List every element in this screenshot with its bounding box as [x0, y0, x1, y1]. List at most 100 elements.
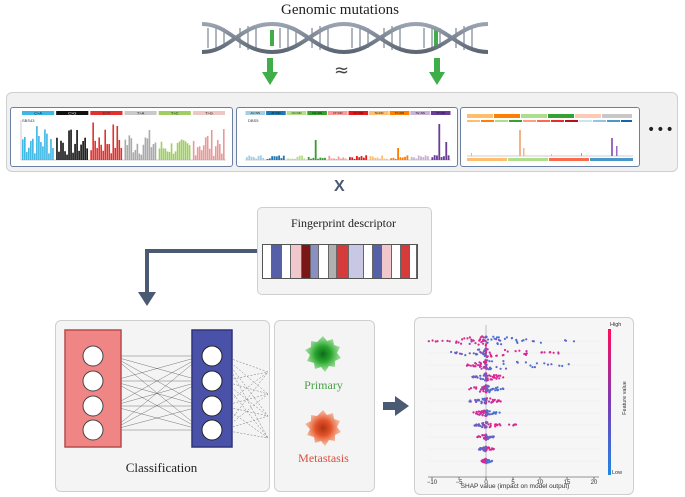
shap-point	[506, 350, 509, 353]
sbs-bar	[74, 143, 76, 160]
shap-point	[476, 398, 479, 401]
shap-point	[482, 342, 485, 345]
shap-point	[469, 387, 473, 390]
shap-point	[501, 387, 504, 390]
sbs-bar	[40, 142, 42, 160]
dbs-bar	[314, 140, 317, 160]
fingerprint-title: Fingerprint descriptor	[291, 216, 396, 230]
sbs-bar	[66, 154, 68, 160]
shap-point	[476, 353, 479, 356]
shap-point	[504, 367, 508, 370]
shap-point	[496, 423, 499, 426]
dbs-bar	[353, 158, 356, 160]
sbs-bar	[206, 135, 209, 160]
sbs-bar	[208, 148, 211, 160]
shap-point	[502, 362, 505, 365]
fingerprint-bar	[349, 245, 364, 278]
shap-point	[472, 365, 475, 368]
nn-connection	[222, 380, 268, 417]
fingerprint-bar	[282, 245, 292, 278]
shap-point	[572, 340, 576, 343]
sbs-bar	[150, 147, 153, 160]
shap-point	[558, 364, 561, 367]
dbs-category-label: TA>NN	[374, 111, 383, 115]
hidden-node	[201, 345, 223, 367]
sbs-bar	[70, 129, 72, 160]
dbs-category-band	[286, 111, 307, 115]
dbs-bar	[381, 155, 384, 160]
sbs-bar	[102, 150, 105, 160]
shap-point	[484, 399, 487, 403]
dbs-bar	[424, 155, 427, 160]
dbs-bar	[417, 155, 420, 160]
dbs-bar	[312, 157, 315, 160]
shap-point	[488, 374, 491, 377]
sbs-bar	[52, 148, 54, 160]
shap-point	[496, 342, 499, 346]
dbs-bar	[436, 155, 438, 160]
shap-point	[495, 354, 498, 357]
shap-point	[485, 363, 488, 366]
dbs-bar	[410, 156, 413, 160]
nn-connection	[111, 355, 203, 382]
fingerprint-bar	[311, 245, 320, 278]
shap-point	[475, 410, 478, 413]
shap-point	[499, 388, 502, 391]
sbs-bar	[116, 125, 119, 160]
shap-point	[481, 397, 484, 400]
shap-point	[483, 426, 486, 429]
hidden-node	[201, 370, 223, 392]
dbs-bar	[401, 157, 404, 160]
shap-panel	[414, 317, 634, 495]
shap-point	[473, 386, 476, 389]
id-signature-chart	[467, 114, 633, 161]
sbs-bar	[112, 124, 115, 160]
shap-point	[515, 340, 518, 343]
sbs-bar	[140, 154, 143, 160]
colorbar-high-label: High	[610, 322, 622, 328]
shap-point	[476, 435, 479, 438]
sbs-bar	[162, 148, 165, 160]
shap-point	[543, 351, 546, 354]
shap-point	[469, 364, 472, 367]
shap-point	[485, 397, 488, 400]
shap-point	[488, 389, 492, 392]
dbs-category-label: TG>NN	[415, 111, 425, 115]
shap-point	[494, 425, 497, 428]
sbs-category-band	[124, 111, 157, 115]
shap-point	[475, 386, 478, 389]
sbs-bar	[180, 139, 183, 160]
shap-point	[497, 336, 500, 339]
shap-point	[496, 386, 499, 389]
classification-label: Classification	[125, 460, 198, 475]
shap-point	[549, 351, 552, 354]
input-node	[82, 395, 104, 417]
shap-point	[525, 350, 528, 353]
dbs-bar	[289, 158, 292, 160]
shap-point	[472, 352, 475, 355]
shap-point	[493, 412, 496, 415]
shap-point	[487, 423, 490, 426]
sbs-category-label: T>C	[171, 110, 179, 115]
dbs-category-band	[327, 111, 348, 115]
shap-point	[489, 397, 492, 400]
shap-point	[482, 460, 485, 463]
shap-point	[488, 351, 491, 354]
hidden-node	[201, 395, 223, 417]
dbs-bar	[317, 158, 319, 160]
shap-point	[431, 339, 434, 342]
nn-connection	[111, 380, 203, 407]
nn-connection	[222, 371, 268, 407]
shap-point	[485, 458, 488, 462]
shap-point	[486, 379, 489, 382]
dbs-bar	[369, 156, 372, 160]
shap-tick-label: 10	[536, 480, 544, 486]
shap-point	[468, 388, 471, 391]
shap-point	[478, 338, 482, 341]
fingerprint-bar	[409, 245, 417, 278]
shap-point	[448, 340, 451, 343]
sbs-bar	[126, 145, 129, 160]
dbs-bar	[291, 158, 294, 160]
sbs-category-band	[56, 111, 89, 115]
